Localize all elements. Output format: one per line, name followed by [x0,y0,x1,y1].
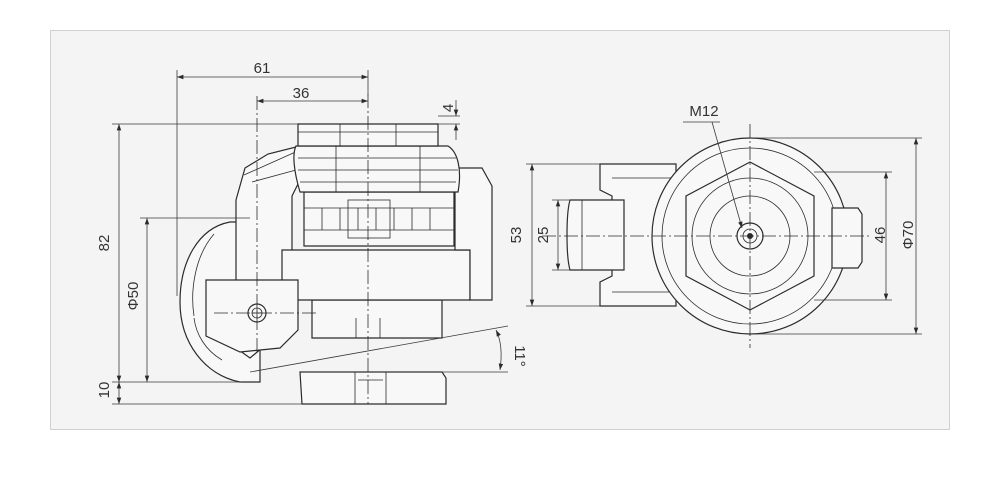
dim-pad-thickness: 4 [440,104,457,112]
thread-label: M12 [689,103,718,120]
side-tab [566,199,625,271]
right-lug [831,207,863,269]
dim-width-half: 36 [293,85,310,102]
housing-body [281,249,471,301]
dim-hex-width: 46 [872,227,889,244]
dim-swivel-angle: 11° [511,345,528,367]
dim-body-height: 53 [508,227,525,244]
dim-width-total: 61 [254,60,271,77]
base-foot [299,371,447,405]
top-disk [293,145,461,193]
dim-total-height: 82 [96,235,113,252]
top-view: M12 53 25 46 Φ70 [508,103,922,348]
dim-wheel-diameter: Φ50 [125,282,142,311]
dim-base-height: 10 [96,382,113,399]
axle-hub [205,279,299,353]
threaded-stem [311,299,443,339]
dim-outer-diameter: Φ70 [900,221,917,250]
housing-side [438,167,493,301]
dim-tab-height: 25 [535,227,552,244]
side-view: 61 36 4 82 Φ50 10 11° [96,60,528,405]
